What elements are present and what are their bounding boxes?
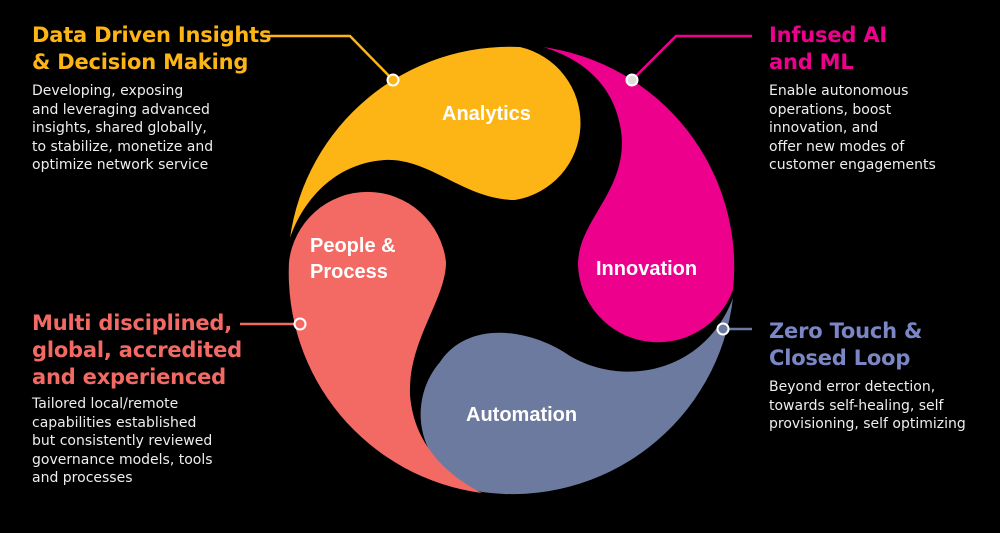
body-line: optimize network service bbox=[32, 157, 209, 173]
analytics-callout: Data Driven Insights & Decision Making D… bbox=[32, 22, 271, 175]
analytics-leader-line bbox=[262, 34, 394, 81]
body-line: Tailored local/remote bbox=[32, 396, 179, 412]
automation-label: Automation bbox=[466, 404, 578, 426]
analytics-leader-dot bbox=[386, 73, 400, 87]
people-label-line: Process bbox=[310, 261, 388, 283]
people-label-line: People & bbox=[310, 235, 396, 257]
people-leader-dot bbox=[293, 317, 307, 331]
title-line: and experienced bbox=[32, 365, 226, 389]
title-line: Infused AI bbox=[769, 23, 888, 47]
automation-segment bbox=[420, 298, 733, 495]
body-line: Beyond error detection, bbox=[769, 379, 936, 395]
innovation-leader-line bbox=[631, 34, 752, 81]
innovation-callout-body: Enable autonomous operations, boost inno… bbox=[769, 82, 936, 175]
people-segment bbox=[288, 191, 482, 493]
body-line: customer engagements bbox=[769, 157, 936, 173]
innovation-callout: Infused AI and ML Enable autonomous oper… bbox=[769, 22, 936, 175]
innovation-leader-dot bbox=[625, 73, 639, 87]
innovation-segment bbox=[543, 47, 735, 343]
title-line: Multi disciplined, bbox=[32, 311, 233, 335]
body-line: insights, shared globally, bbox=[32, 120, 207, 136]
title-line: Zero Touch & bbox=[769, 319, 923, 343]
body-line: to stabilize, monetize and bbox=[32, 138, 214, 155]
title-line: Data Driven Insights bbox=[32, 23, 272, 47]
people-process-label: People & Process bbox=[310, 233, 396, 285]
innovation-callout-title: Infused AI and ML bbox=[769, 22, 936, 76]
body-line: towards self-healing, self bbox=[769, 397, 944, 414]
body-line: operations, boost bbox=[769, 101, 892, 118]
body-line: governance models, tools bbox=[32, 451, 213, 468]
analytics-callout-body: Developing, exposing and leveraging adva… bbox=[32, 82, 271, 175]
body-line: innovation, and bbox=[769, 120, 879, 136]
people-callout-title: Multi disciplined, global, accredited an… bbox=[32, 310, 242, 391]
title-line: and ML bbox=[769, 50, 854, 74]
body-line: provisioning, self optimizing bbox=[769, 416, 966, 432]
body-line: but consistently reviewed bbox=[32, 433, 213, 449]
body-line: and processes bbox=[32, 470, 133, 486]
automation-callout-title: Zero Touch & Closed Loop bbox=[769, 318, 966, 372]
body-line: offer new modes of bbox=[769, 138, 905, 155]
body-line: Enable autonomous bbox=[769, 83, 909, 99]
body-line: and leveraging advanced bbox=[32, 101, 210, 118]
automation-callout: Zero Touch & Closed Loop Beyond error de… bbox=[769, 318, 966, 434]
automation-callout-body: Beyond error detection, towards self-hea… bbox=[769, 378, 966, 434]
title-line: global, accredited bbox=[32, 338, 242, 362]
people-callout-body: Tailored local/remote capabilities estab… bbox=[32, 395, 242, 488]
innovation-label: Innovation bbox=[596, 258, 698, 280]
body-line: Developing, exposing bbox=[32, 83, 184, 99]
analytics-callout-title: Data Driven Insights & Decision Making bbox=[32, 22, 271, 76]
people-callout: Multi disciplined, global, accredited an… bbox=[32, 310, 242, 488]
title-line: & Decision Making bbox=[32, 50, 249, 74]
body-line: capabilities established bbox=[32, 414, 197, 431]
title-line: Closed Loop bbox=[769, 346, 911, 370]
automation-leader-dot bbox=[716, 322, 730, 336]
analytics-label: Analytics bbox=[442, 103, 531, 125]
analytics-segment bbox=[290, 46, 581, 238]
